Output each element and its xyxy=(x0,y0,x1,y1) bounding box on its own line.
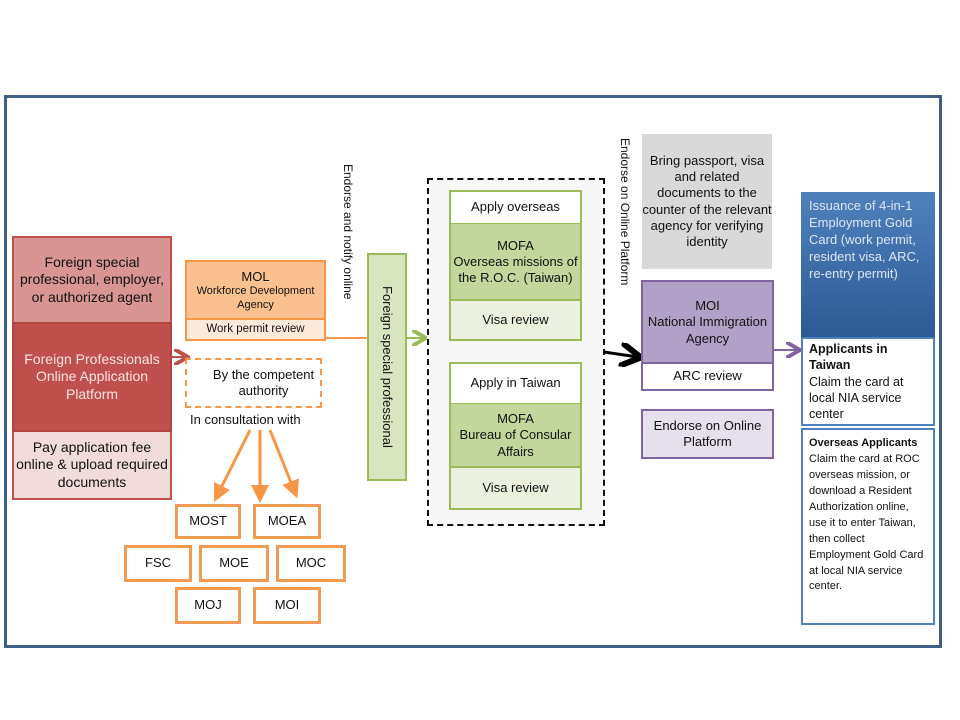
arrow-consult-most xyxy=(213,429,252,503)
online-platform-box[interactable]: Foreign Professionals Online Application… xyxy=(12,322,172,432)
agency-moe: MOE xyxy=(199,545,269,582)
applicants-taiwan-text: Claim the card at local NIA service cent… xyxy=(809,374,904,422)
consultation-label: In consultation with xyxy=(190,412,301,427)
agency-fsc: FSC xyxy=(124,545,192,582)
gold-card-issuance-box: Issuance of 4-in-1 Employment Gold Card … xyxy=(801,192,935,338)
pay-fee-box: Pay application fee online & upload requ… xyxy=(12,432,172,500)
overseas-applicants-text: Claim the card at ROC overseas mission, … xyxy=(809,452,924,593)
competent-authority-box: By the competent authority xyxy=(185,358,322,408)
agency-most: MOST xyxy=(175,504,241,539)
agency-moea: MOEA xyxy=(253,504,321,539)
mofa-bca-title: MOFA xyxy=(497,411,534,427)
mofa-overseas-agency: Overseas missions of the R.O.C. (Taiwan) xyxy=(453,253,578,286)
agency-moi: MOI xyxy=(253,587,321,624)
moi-nia-box: MOI National Immigration Agency xyxy=(641,280,774,363)
arrow-visa-to-moi xyxy=(603,352,638,357)
applicants-taiwan-box: Applicants in Taiwan Claim the card at l… xyxy=(801,337,935,426)
mofa-overseas-box: MOFA Overseas missions of the R.O.C. (Ta… xyxy=(449,224,582,300)
applicants-taiwan-heading: Applicants in Taiwan xyxy=(809,342,888,373)
identity-verification-note: Bring passport, visa and related documen… xyxy=(642,134,772,269)
agency-moj: MOJ xyxy=(175,587,241,624)
arrow-consult-right xyxy=(268,429,300,499)
mol-subtitle: Workforce Development Agency xyxy=(196,284,315,311)
work-permit-review: Work permit review xyxy=(185,318,326,341)
mofa-bca-box: MOFA Bureau of Consular Affairs xyxy=(449,404,582,467)
overseas-applicants-heading: Overseas Applicants xyxy=(809,437,918,449)
mol-title: MOL xyxy=(241,268,270,284)
endorse-platform-label: Endorse on Online Platform xyxy=(618,138,632,286)
mofa-bca-agency: Bureau of Consular Affairs xyxy=(459,427,572,459)
foreign-special-professional-box: Foreign special professional xyxy=(367,253,407,481)
agency-moc: MOC xyxy=(276,545,346,582)
diagram-frame xyxy=(4,95,942,648)
moi-title: MOI xyxy=(695,298,720,314)
applicant-box: Foreign special professional, employer, … xyxy=(12,236,172,322)
arc-review: ARC review xyxy=(641,362,774,391)
apply-overseas-label: Apply overseas xyxy=(449,190,582,225)
endorse-notify-label: Endorse and notify online xyxy=(341,164,355,300)
moi-agency: National Immigration Agency xyxy=(647,314,768,346)
mofa-overseas-title: MOFA xyxy=(497,237,534,253)
visa-review-overseas: Visa review xyxy=(449,299,582,341)
endorse-online-platform-box: Endorse on Online Platform xyxy=(641,409,774,459)
mol-box: MOL Workforce Development Agency xyxy=(185,260,326,319)
visa-review-taiwan: Visa review xyxy=(449,466,582,510)
apply-taiwan-label: Apply in Taiwan xyxy=(449,362,582,405)
overseas-applicants-box: Overseas Applicants Claim the card at RO… xyxy=(801,428,935,625)
